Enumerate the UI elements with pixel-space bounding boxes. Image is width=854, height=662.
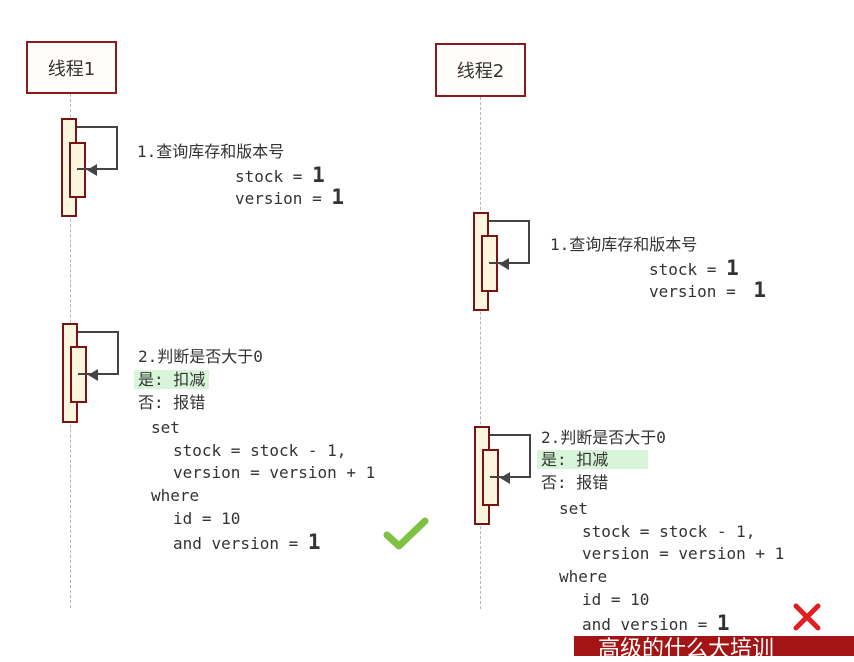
thread1-step1-title: 1.查询库存和版本号 [137,142,285,161]
thread1-step2-title: 2.判断是否大于0 [138,347,263,366]
thread2-header: 线程2 [435,43,526,97]
thread2-step1-version: version = 1 [649,279,766,303]
thread2-step1-version-value: 1 [753,278,766,302]
thread1-step2-yes: 是: 扣减 [134,369,210,391]
check-icon [383,517,429,550]
thread1-step2-no: 否: 报错 [138,393,206,412]
thread1-sql-and: and version = 1 [173,531,321,555]
thread1-sql-and-label: and version = [173,534,308,553]
thread1-step1-version: version = 1 [235,186,344,210]
thread2-sql-set: set [559,499,588,518]
thread2-arrowhead-1 [499,258,509,270]
thread2-sql-id: id = 10 [582,590,650,609]
thread1-header: 线程1 [26,41,117,94]
thread1-sql-where: where [151,486,200,505]
thread2-step1-stock: stock = 1 [649,257,739,281]
thread2-step2-yes: 是: 扣减 [537,449,649,471]
thread1-sql-and-value: 1 [307,530,321,554]
thread1-self-message-2 [78,331,119,375]
thread2-sql-and-label: and version = [582,615,717,634]
thread1-arrowhead-1 [87,164,97,176]
thread2-step1-stock-value: 1 [726,256,739,280]
thread2-sql-stock: stock = stock - 1, [582,522,756,541]
thread2-sql-version: version = version + 1 [582,544,785,563]
thread2-sql-and: and version = 1 [582,612,730,636]
thread2-step1-title: 1.查询库存和版本号 [550,235,698,254]
thread2-self-message-2 [490,434,531,478]
thread2-header-label: 线程2 [456,61,505,82]
thread1-arrowhead-2 [88,369,98,381]
thread2-step1-version-label: version = [649,282,746,301]
thread1-step2-yes-label: 是: 扣减 [134,370,210,389]
thread1-self-message-1 [77,126,118,170]
thread1-step1-version-value: 1 [331,185,344,209]
thread2-sql-where: where [559,567,608,586]
thread1-step1-version-label: version = [235,189,332,208]
thread1-header-label: 线程1 [47,58,96,80]
thread1-step1-stock-value: 1 [312,163,325,187]
thread2-step2-title: 2.判断是否大于0 [541,428,666,447]
thread1-step1-stock-label: stock = [235,167,313,186]
thread2-step1-stock-label: stock = [649,260,727,279]
thread1-sql-id: id = 10 [173,509,241,528]
thread1-step1-stock: stock = 1 [235,164,325,188]
footer-banner-text: 高级的什么大培训 [598,637,775,662]
thread2-sql-and-value: 1 [716,611,730,635]
thread1-activation-1-inner [69,142,86,198]
thread1-sql-set: set [151,418,180,437]
thread1-sql-version: version = version + 1 [173,463,376,482]
thread2-arrowhead-2 [500,472,510,484]
thread2-step2-yes-label: 是: 扣减 [537,450,649,469]
thread2-lifeline [480,97,481,609]
thread2-self-message-1 [489,220,530,264]
cross-icon [793,603,821,631]
thread2-step2-no: 否: 报错 [541,473,609,492]
thread1-sql-stock: stock = stock - 1, [173,441,347,460]
